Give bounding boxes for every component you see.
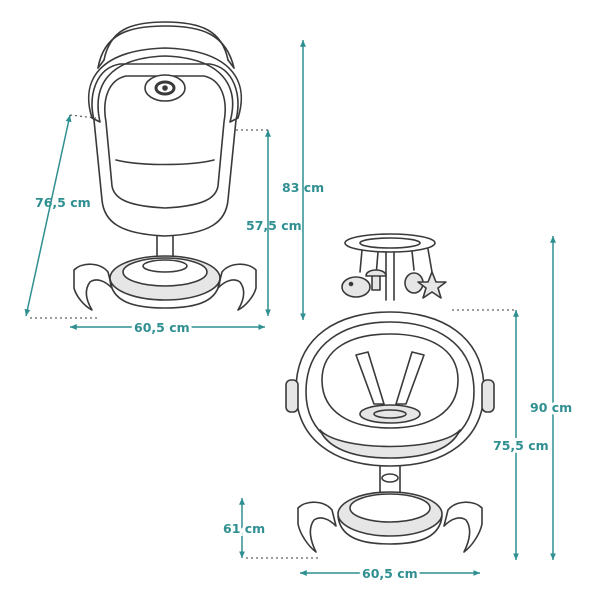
chair-cushion xyxy=(321,333,459,429)
chair-left-pad xyxy=(285,379,299,413)
chair-seat-shell xyxy=(295,311,485,467)
toy-bird-icon xyxy=(341,276,371,298)
chair-total-height-label: 90 cm xyxy=(530,400,572,415)
bassinet-depth-line xyxy=(24,114,72,317)
bassinet-canopy xyxy=(97,21,235,69)
chair-right-leg xyxy=(443,501,483,553)
toy-mobile xyxy=(341,233,447,301)
toy-star-icon xyxy=(417,271,447,299)
bassinet-guide-lines xyxy=(30,114,268,319)
brand-logo-icon xyxy=(144,74,186,102)
chair-guide-lines xyxy=(246,309,516,559)
bassinet-basket-height-label: 57,5 cm xyxy=(246,218,302,233)
bassinet-dimension-lines xyxy=(24,40,306,330)
bassinet-right-leg xyxy=(217,263,257,311)
chair-dimension-lines xyxy=(239,236,556,576)
bassinet-view xyxy=(73,21,257,311)
bassinet-width-label: 60,5 cm xyxy=(134,320,190,335)
bassinet-depth-label: 76,5 cm xyxy=(35,195,91,210)
bassinet-left-leg xyxy=(73,263,113,311)
bassinet-handle xyxy=(87,47,243,123)
bassinet-basket xyxy=(91,63,239,237)
chair-harness xyxy=(355,351,425,405)
chair-view xyxy=(285,233,495,553)
bassinet-total-height-label: 83 cm xyxy=(282,180,324,195)
toy-mushroom-icon xyxy=(365,269,387,291)
chair-width-label: 60,5 cm xyxy=(362,566,418,581)
chair-left-leg xyxy=(297,501,337,553)
chair-seat-height-label: 75,5 cm xyxy=(493,438,549,453)
chair-base xyxy=(337,491,443,545)
chair-buckle xyxy=(359,404,421,424)
chair-right-pad xyxy=(481,379,495,413)
chair-base-height-label: 61 cm xyxy=(223,521,265,536)
bassinet-base xyxy=(109,255,221,309)
